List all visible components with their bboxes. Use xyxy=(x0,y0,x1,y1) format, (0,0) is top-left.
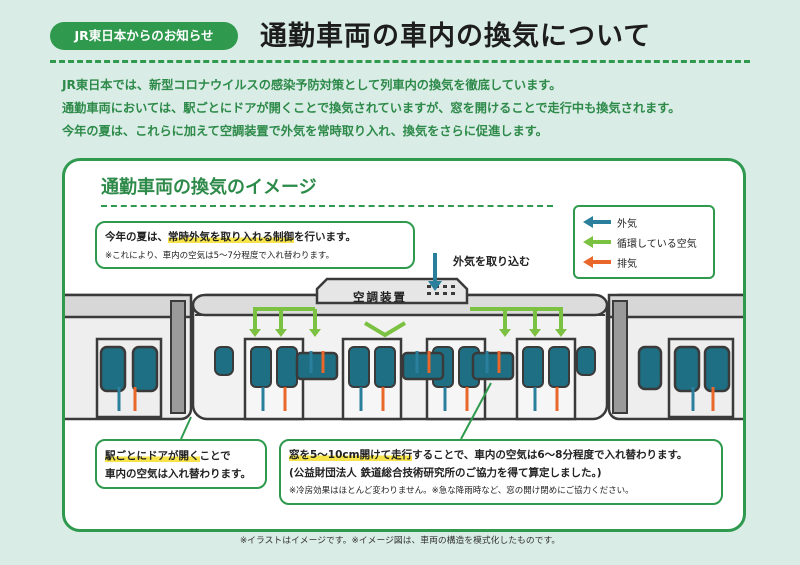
green-arrow-icon xyxy=(583,236,611,248)
windows-callout-line2: (公益財団法人 鉄道総合技術研究所のご協力を得て算定しました。) xyxy=(289,467,602,479)
ventilation-diagram-panel: 通勤車両の換気のイメージ 外気 循環している空気 排気 今年の夏は、常時外気を取… xyxy=(62,158,746,532)
right-car xyxy=(607,293,743,421)
footnote: ※イラストはイメージです。※イメージ図は、車両の構造を模式化したものです。 xyxy=(239,536,561,546)
intake-arrow xyxy=(428,253,442,291)
diagram-title: 通勤車両の換気のイメージ xyxy=(101,177,317,198)
doors-callout-line2: 車内の空気は入れ替わります。 xyxy=(105,468,251,480)
title-divider xyxy=(50,60,750,63)
doors-callout: 駅ごとにドアが開くことで 車内の空気は入れ替わります。 xyxy=(95,439,267,489)
windows-callout: 窓を5〜10cm開けて走行することで、車内の空気は6〜8分程度で入れ替わります。… xyxy=(279,439,723,505)
windows-callout-highlight: 窓を5〜10cm開けて走行 xyxy=(289,449,413,461)
control-callout-pre: 今年の夏は、 xyxy=(105,231,168,243)
intake-label: 外気を取り込む xyxy=(453,255,530,268)
legend-circulating-air: 循環している空気 xyxy=(583,233,697,251)
control-callout-post: を行います。 xyxy=(294,231,356,243)
door-airflow-arrows xyxy=(117,351,715,411)
control-callout-text: 今年の夏は、常時外気を取り入れる制御を行います。 xyxy=(105,229,356,244)
windows-callout-post: することで、車内の空気は6〜8分程度で入れ替わります。 xyxy=(412,449,688,461)
diagram-title-divider xyxy=(101,205,553,207)
circulating-air-heads xyxy=(249,329,567,337)
notice-badge: JR東日本からのお知らせ xyxy=(50,22,238,50)
intro-line-1: JR東日本では、新型コロナウイルスの感染予防対策として列車内の換気を徹底していま… xyxy=(62,78,562,92)
control-callout-note: ※これにより、車内の空気は5〜7分程度で入れ替わります。 xyxy=(105,251,335,261)
control-callout: 今年の夏は、常時外気を取り入れる制御を行います。 ※これにより、車内の空気は5〜… xyxy=(95,221,415,269)
legend-circulating-air-label: 循環している空気 xyxy=(617,238,697,250)
air-conditioner-label: 空調装置 xyxy=(353,290,407,304)
legend-exhaust: 排気 xyxy=(583,253,637,271)
doors-callout-line1: 駅ごとにドアが開くことで xyxy=(105,448,231,463)
legend-exhaust-label: 排気 xyxy=(617,258,637,270)
doors-callout-highlight: 駅ごとにドアが開く xyxy=(105,450,200,462)
intro-text: JR東日本では、新型コロナウイルスの感染予防対策として列車内の換気を徹底していま… xyxy=(62,74,762,143)
intro-line-3: 今年の夏は、これらに加えて空調装置で外気を常時取り入れ、換気をさらに促進します。 xyxy=(62,124,548,138)
legend-outside-air: 外気 xyxy=(583,213,637,231)
windows-callout-note: ※冷房効果はほとんど変わりません。※急な降雨時など、窓の開け閉めにご協力ください… xyxy=(289,486,634,496)
orange-arrow-icon xyxy=(583,256,611,268)
legend-outside-air-label: 外気 xyxy=(617,218,637,230)
door-callout-pointer xyxy=(180,416,192,440)
control-callout-highlight: 常時外気を取り入れる制御 xyxy=(168,231,294,243)
intro-line-2: 通勤車両においては、駅ごとにドアが開くことで換気されていますが、窓を開けることで… xyxy=(62,101,681,115)
window-callout-pointer xyxy=(460,382,492,440)
circulating-air-arrows xyxy=(253,307,563,338)
left-car xyxy=(65,293,193,421)
air-conditioner-unit xyxy=(315,277,469,305)
legend: 外気 循環している空気 排気 xyxy=(573,205,715,279)
doors-callout-post: ことで xyxy=(199,450,231,462)
blue-arrow-icon xyxy=(583,216,611,228)
page-title: 通勤車両の車内の換気について xyxy=(260,21,652,52)
train-illustration xyxy=(65,253,743,440)
windows-callout-line1: 窓を5〜10cm開けて走行することで、車内の空気は6〜8分程度で入れ替わります。 xyxy=(289,447,687,462)
